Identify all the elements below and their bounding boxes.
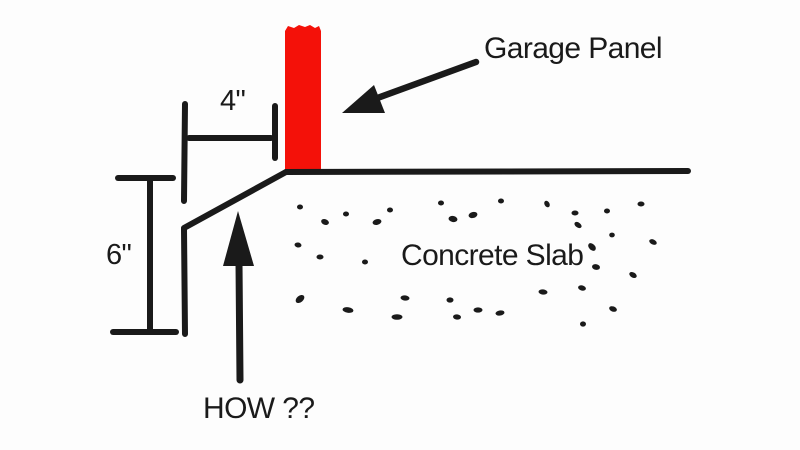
speckle-dot: [538, 289, 548, 295]
speckle-dot: [609, 306, 617, 312]
speckle-dot: [295, 294, 305, 304]
speckle-dot: [321, 219, 329, 225]
speckle-dot: [574, 221, 582, 229]
speckle-dot: [580, 321, 586, 327]
dim-6-label: 6": [106, 239, 132, 271]
slab-left-edge-line: [181, 226, 188, 337]
speckle-dot: [592, 264, 600, 270]
speckle-dot: [448, 215, 458, 223]
speckle-dot: [391, 314, 403, 320]
speckle-dot: [544, 200, 550, 208]
speckle-dot: [387, 207, 393, 213]
speckle-dot: [453, 314, 461, 320]
speckle-dot: [342, 307, 354, 313]
speckle-dot: [637, 201, 645, 207]
dim-4-bracket: [181, 101, 278, 204]
speckle-dot: [372, 219, 382, 225]
speckle-dot: [495, 310, 505, 316]
speckle-dot: [468, 211, 478, 219]
speckle-dot: [588, 243, 596, 251]
garage-panel-shape: [285, 25, 321, 172]
speckle-dot: [362, 259, 368, 265]
speckle-dot: [297, 204, 303, 210]
how-arrow: [223, 211, 254, 384]
speckle-dot: [604, 208, 610, 214]
speckle-dot: [649, 239, 657, 245]
speckle-dot: [571, 210, 579, 216]
dim-4-label: 4": [220, 85, 246, 117]
garage-panel-label: Garage Panel: [484, 32, 663, 65]
speckle-dot: [400, 295, 410, 301]
speckle-dot: [609, 232, 615, 238]
slab-slope-line: [181, 169, 289, 231]
how-label: HOW ??: [203, 392, 315, 425]
speckle-dot: [316, 254, 324, 260]
dim-6-bracket: [110, 175, 179, 335]
speckle-dot: [343, 211, 349, 217]
speckle-dot: [629, 271, 637, 279]
slab-top-line: [283, 168, 691, 175]
speckle-dot: [438, 200, 444, 206]
garage-panel-arrow: [342, 58, 480, 113]
speckle-dot: [498, 198, 504, 204]
speckle-dot: [446, 297, 454, 303]
speckle-dot: [578, 285, 586, 291]
concrete-speckles: [294, 198, 657, 327]
speckle-dot: [294, 242, 302, 248]
concrete-slab-label: Concrete Slab: [401, 239, 584, 272]
speckle-dot: [473, 307, 483, 313]
